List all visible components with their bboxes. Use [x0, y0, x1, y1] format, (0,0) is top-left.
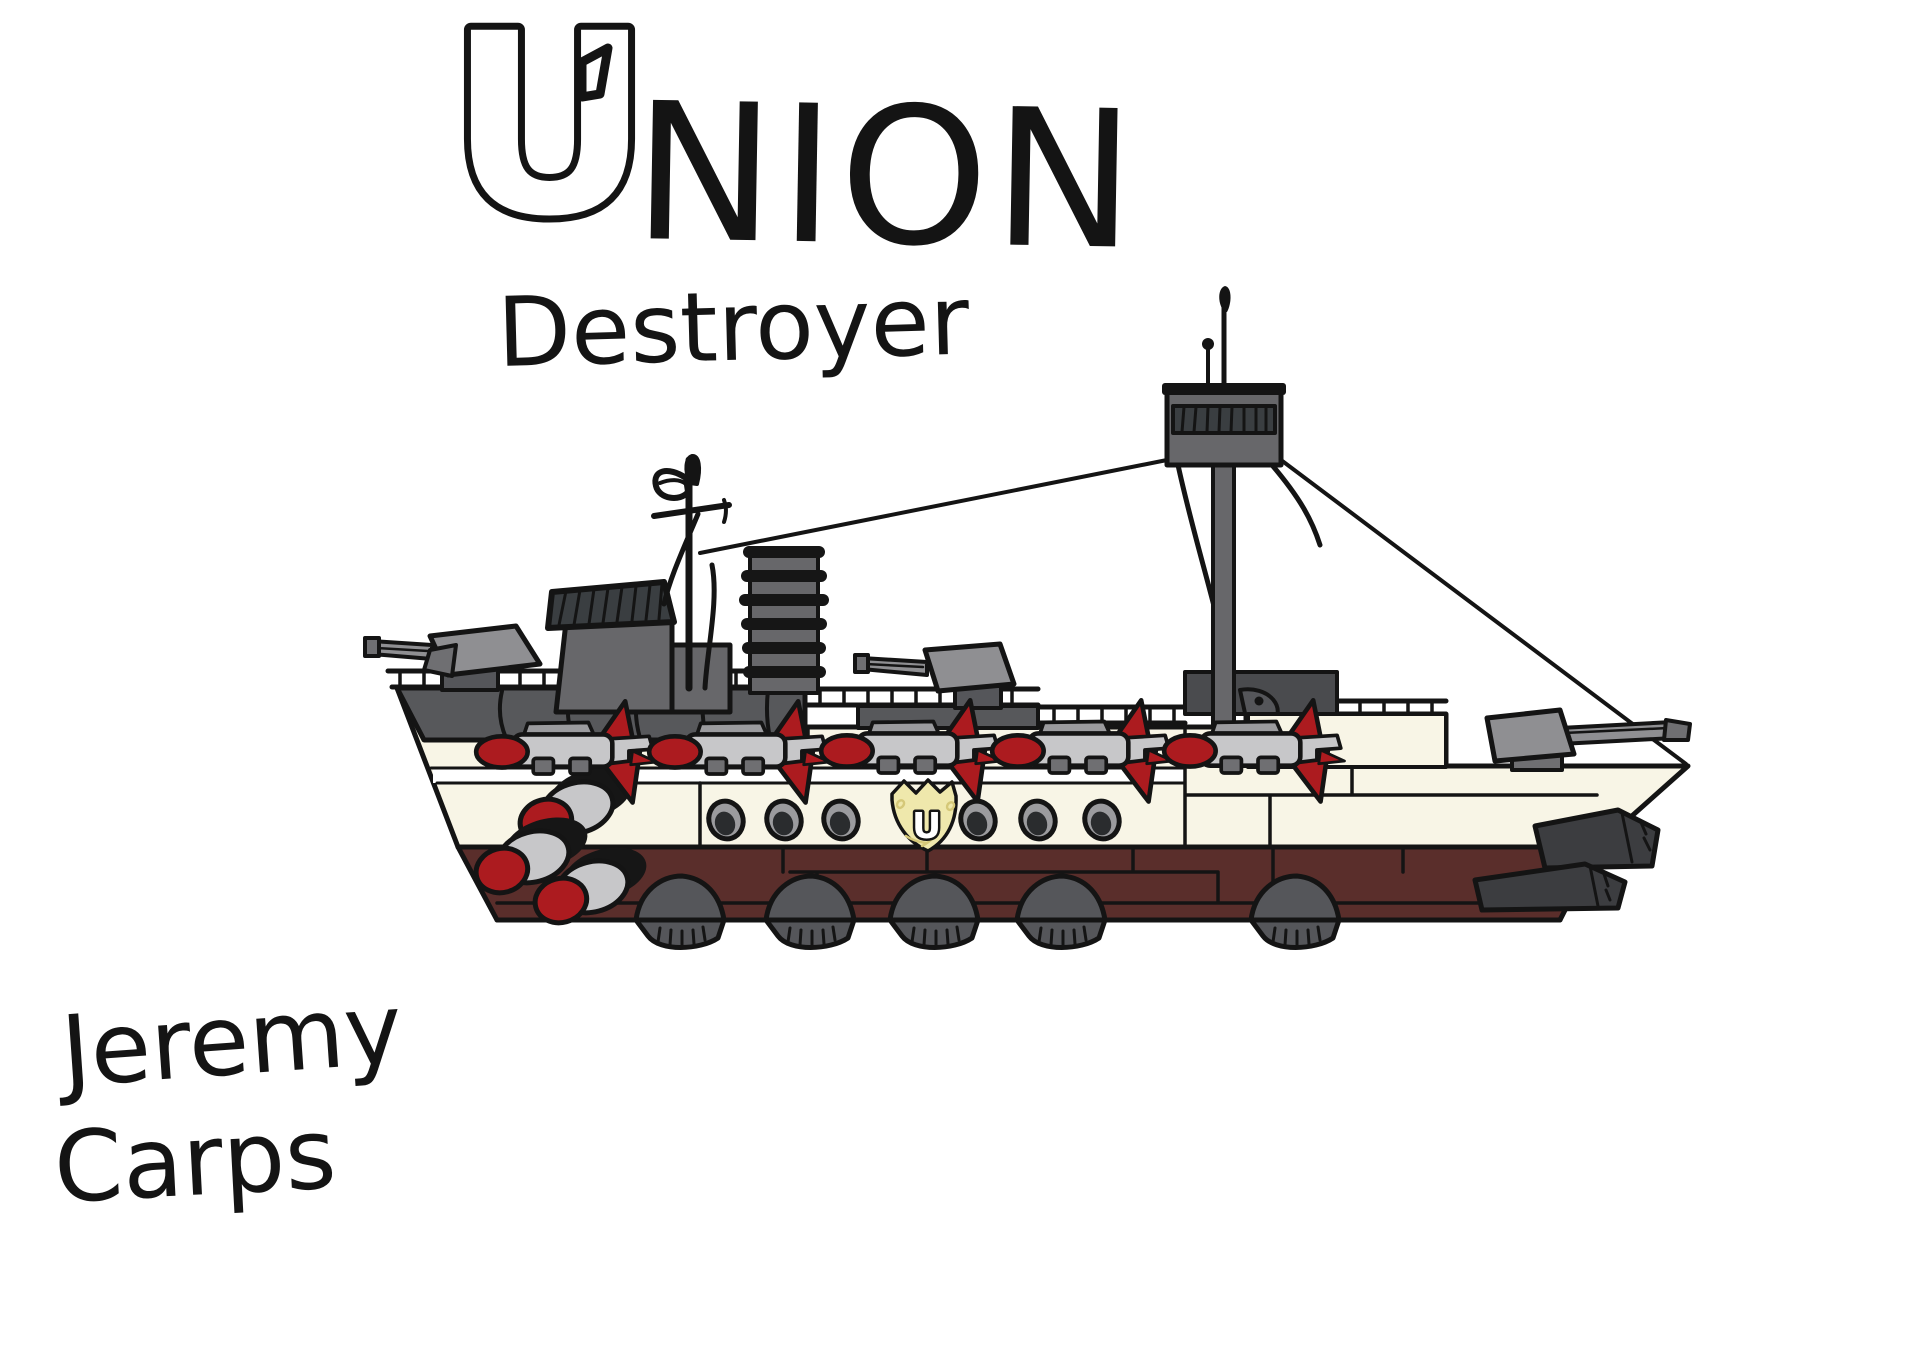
crows-nest: [1162, 383, 1286, 468]
bridge-window-band: [545, 579, 677, 631]
title-apostrophe-mark: [577, 43, 613, 102]
gun-turret-left: [363, 623, 543, 692]
flag: [652, 468, 691, 501]
subtitle: Destroyer: [496, 265, 971, 389]
title-rest: NION: [631, 62, 1141, 292]
emblem-letter: U: [912, 806, 941, 847]
mast-pole: [1211, 460, 1236, 729]
rigging-lines: [698, 458, 1688, 766]
title-initial: U: [448, 0, 651, 271]
signature: Jeremy Carps: [51, 972, 406, 1226]
gun-turret-mid: [853, 641, 1040, 730]
ship-drawing: U: [363, 286, 1692, 948]
gun-turret-right: [1484, 707, 1692, 772]
sonar-pods: [494, 876, 1563, 948]
main-mast: [1162, 286, 1339, 729]
fore-mast: [651, 454, 732, 692]
antenna-finial: [1219, 286, 1231, 312]
stern-tubes: [1472, 807, 1661, 913]
title: U NION Destroyer: [441, 0, 1141, 389]
funnel: [739, 546, 829, 695]
shield-emblem: U: [890, 778, 958, 853]
bridge: [545, 579, 733, 715]
signature-line1: Jeremy: [52, 972, 406, 1110]
signature-line2: Carps: [51, 1097, 339, 1226]
mast-finial: [684, 454, 702, 486]
